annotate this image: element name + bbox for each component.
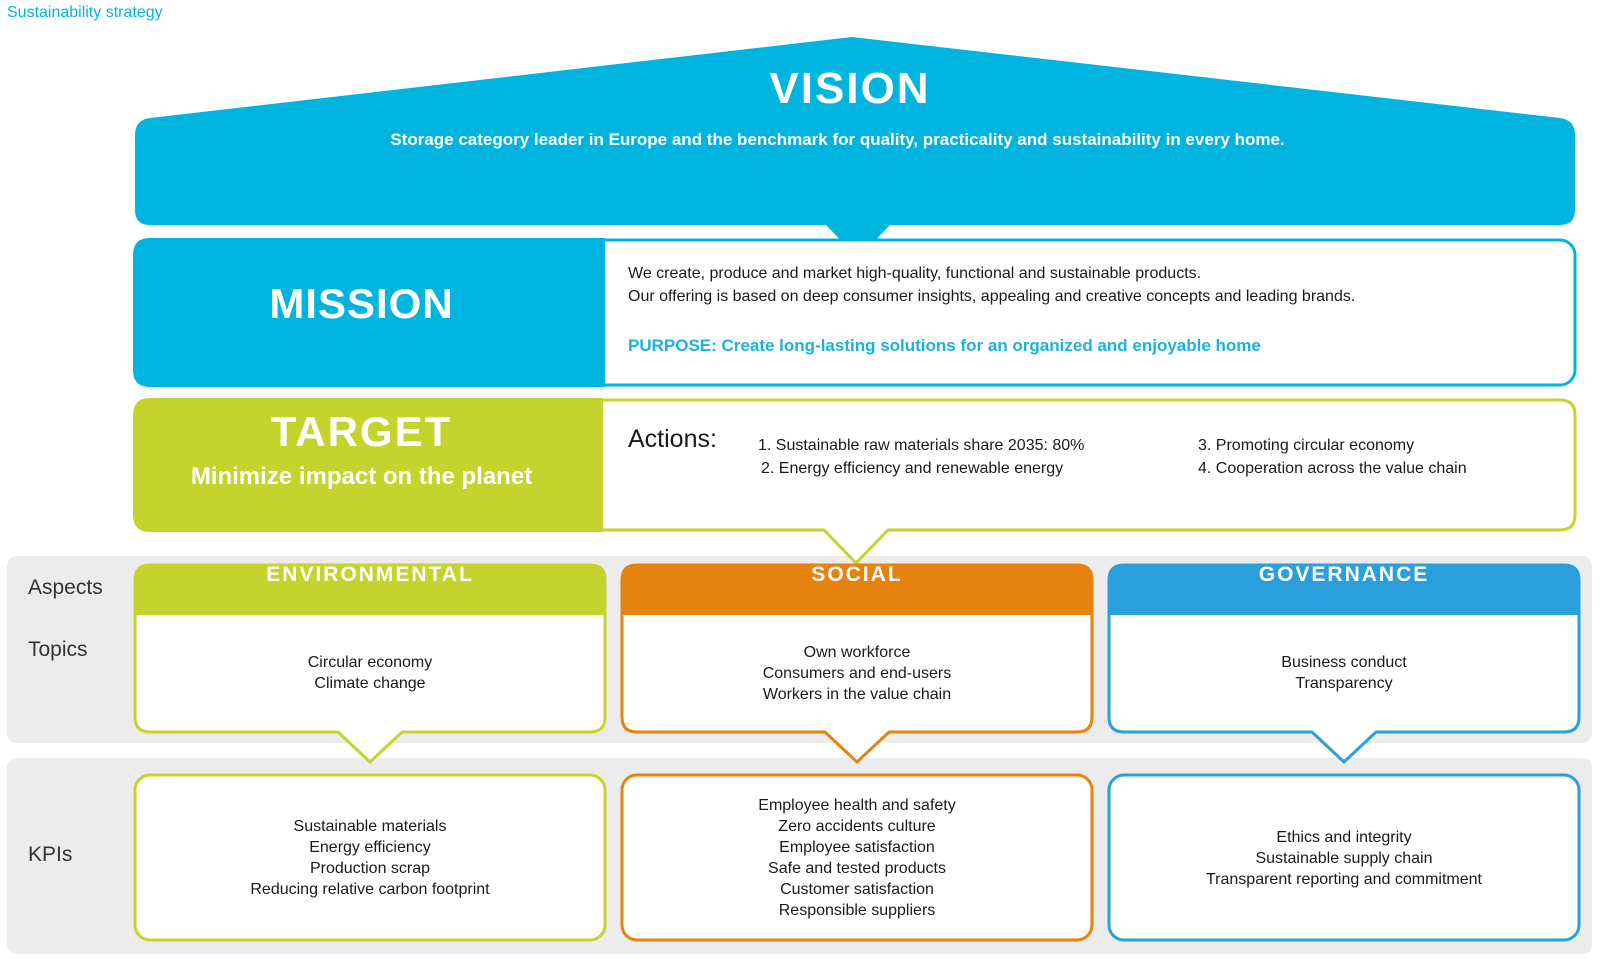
topic-item: Climate change (314, 675, 426, 692)
governance-topics-list: Business conduct Transparency (1114, 617, 1574, 729)
topic-item: Transparency (1295, 675, 1393, 692)
mission-header-block (133, 238, 605, 387)
vision-banner (135, 37, 1575, 258)
topic-item: Workers in the value chain (762, 685, 952, 703)
governance-kpis-box (1107, 773, 1581, 942)
mission-line-1: We create, produce and market high-quali… (628, 265, 1202, 282)
actions-label: Actions: (628, 425, 717, 453)
kpi-item: Sustainable supply chain (1255, 849, 1433, 867)
kpi-item: Production scrap (309, 860, 431, 877)
kpi-item: Sustainable materials (293, 818, 447, 835)
governance-title: GOVERNANCE (1258, 563, 1430, 586)
topic-item: Business conduct (1281, 654, 1407, 671)
purpose-statement: PURPOSE: Create long-lasting solutions f… (628, 336, 1261, 355)
aspects-label: Aspects (28, 576, 103, 599)
kpi-item: Responsible suppliers (778, 902, 936, 919)
kpi-item: Zero accidents culture (778, 818, 936, 835)
kpi-item: Employee health and safety (758, 797, 956, 814)
page-title: Sustainability strategy (7, 4, 163, 21)
action-item: 3. Promoting circular economy (1198, 437, 1415, 454)
topic-item: Consumers and end-users (762, 664, 952, 682)
social-topics-list: Own workforce Consumers and end-users Wo… (627, 617, 1087, 729)
kpis-label: KPIs (28, 843, 73, 866)
kpi-item: Employee satisfaction (779, 839, 935, 856)
social-title: SOCIAL (811, 563, 903, 586)
topics-label: Topics (28, 638, 88, 661)
vision-statement: Storage category leader in Europe and th… (390, 130, 1285, 149)
vision-title: VISION (769, 64, 931, 113)
governance-header (1109, 565, 1579, 615)
action-item: 2. Energy efficiency and renewable energ… (761, 460, 1064, 477)
kpi-item: Ethics and integrity (1276, 828, 1412, 846)
social-kpis-list: Employee health and safety Zero accident… (627, 778, 1087, 938)
kpi-item: Energy efficiency (309, 839, 431, 856)
kpi-item: Reducing relative carbon footprint (250, 881, 490, 898)
environmental-topics-list: Circular economy Climate change (140, 617, 600, 729)
action-item: 1. Sustainable raw materials share 2035:… (758, 437, 1085, 454)
social-kpis-box (620, 773, 1094, 942)
environmental-kpis-box (133, 773, 607, 942)
kpi-item: Safe and tested products (768, 860, 946, 877)
governance-kpis-list: Ethics and integrity Sustainable supply … (1114, 778, 1574, 938)
topic-item: Own workforce (803, 643, 911, 661)
mission-line-2: Our offering is based on deep consumer i… (628, 288, 1356, 305)
target-title: TARGET (270, 408, 453, 455)
target-header-block (133, 398, 603, 532)
action-item: 4. Cooperation across the value chain (1198, 460, 1467, 477)
topic-item: Circular economy (307, 654, 433, 671)
environmental-title: ENVIRONMENTAL (266, 563, 474, 586)
kpi-item: Customer satisfaction (780, 881, 934, 898)
social-header (622, 565, 1092, 615)
environmental-kpis-list: Sustainable materials Energy efficiency … (140, 778, 600, 938)
environmental-header (135, 565, 605, 615)
kpi-item: Transparent reporting and commitment (1206, 870, 1482, 888)
target-subtitle: Minimize impact on the planet (190, 463, 533, 490)
mission-title: MISSION (269, 280, 454, 327)
